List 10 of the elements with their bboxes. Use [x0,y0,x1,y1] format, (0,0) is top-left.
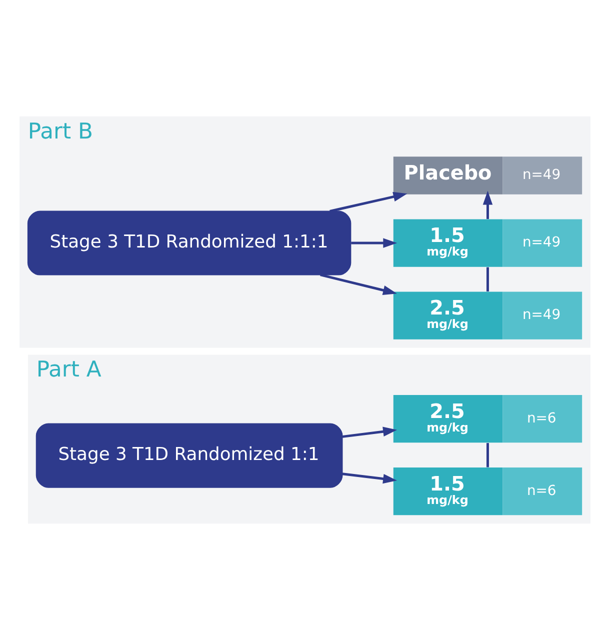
connector [486,266,489,291]
arrow [351,238,398,248]
arrow [330,191,408,212]
node-box: Stage 3 T1D Randomized 1:1:1 [27,210,352,275]
arrow [342,472,398,484]
arrow [320,273,397,295]
connector [486,442,489,467]
node-box: Stage 3 T1D Randomized 1:1 [36,422,343,488]
arrow [482,190,493,219]
arrow [342,426,398,438]
